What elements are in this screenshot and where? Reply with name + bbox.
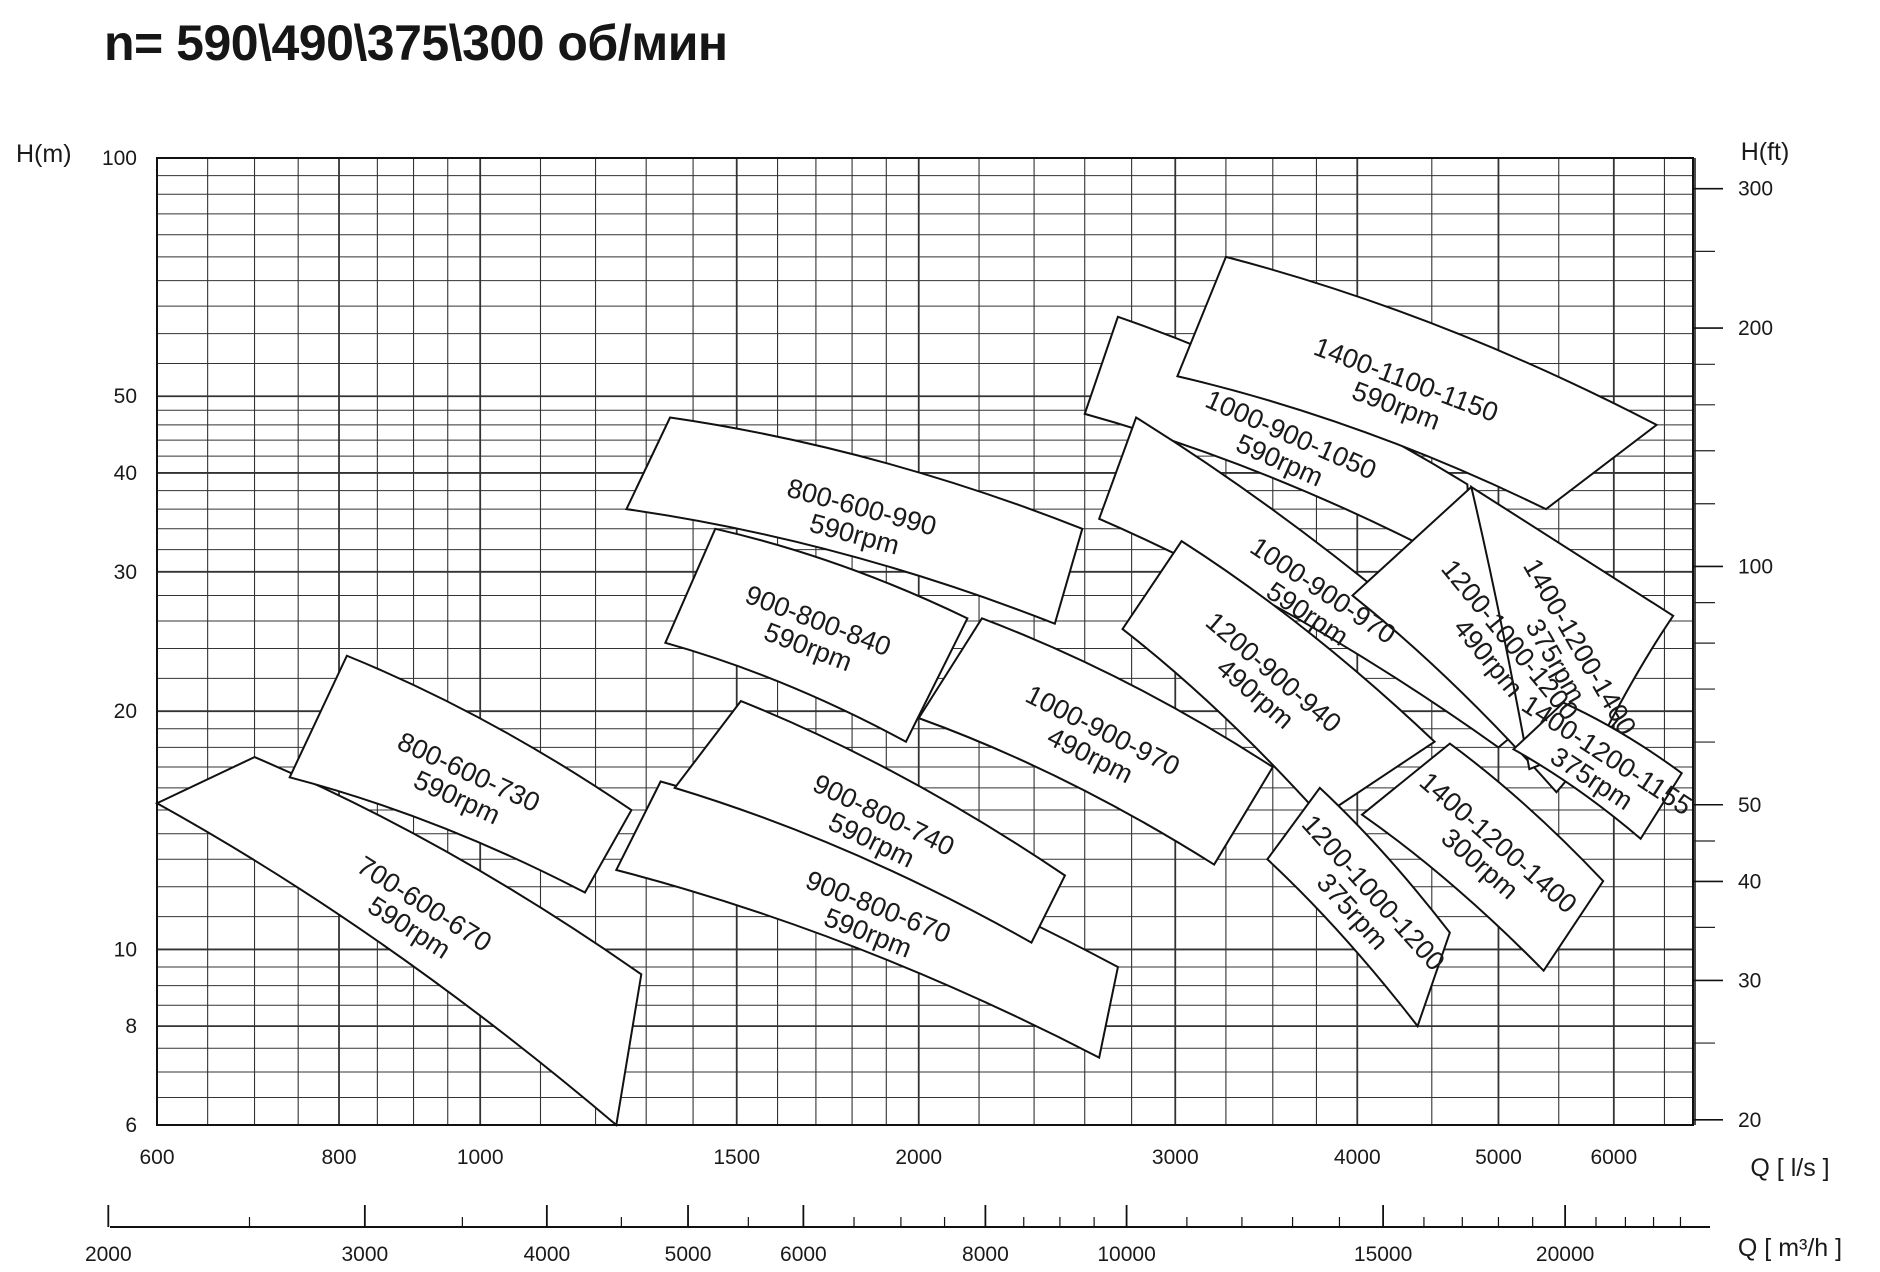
y-tick-label-m: 8 <box>125 1015 137 1038</box>
y-axis-title-ft: H(ft) <box>1741 138 1790 166</box>
x-tick-label-lps: 600 <box>139 1146 174 1169</box>
y-tick-label-m: 20 <box>114 700 137 723</box>
x-tick-label-m3h: 10000 <box>1097 1243 1155 1266</box>
y-tick-label-ft: 50 <box>1738 794 1761 817</box>
y-tick-label-ft: 300 <box>1738 178 1773 201</box>
x-axis-title-lps: Q [ l/s ] <box>1750 1154 1829 1182</box>
operating-region <box>1176 255 1659 511</box>
x-tick-label-lps: 800 <box>321 1146 356 1169</box>
operating-region <box>1121 539 1437 819</box>
operating-region <box>1360 742 1605 973</box>
x-tick-label-lps: 2000 <box>895 1146 942 1169</box>
x-tick-label-m3h: 2000 <box>85 1243 132 1266</box>
x-tick-label-lps: 1000 <box>457 1146 504 1169</box>
operating-region <box>288 654 633 894</box>
x-tick-label-m3h: 3000 <box>341 1243 388 1266</box>
y-tick-label-ft: 200 <box>1738 317 1773 340</box>
plot-border <box>156 157 1694 1126</box>
x-tick-label-lps: 4000 <box>1334 1146 1381 1169</box>
x-tick-label-m3h: 6000 <box>780 1243 827 1266</box>
operating-region <box>1266 786 1451 1029</box>
operating-region <box>154 755 643 1127</box>
y-axis-title-m: H(m) <box>16 140 72 168</box>
operating-region <box>663 527 969 744</box>
y-tick-label-m: 6 <box>125 1114 137 1137</box>
x-tick-label-m3h: 4000 <box>523 1243 570 1266</box>
operating-region <box>1469 484 1675 771</box>
x-tick-label-lps: 1500 <box>713 1146 760 1169</box>
chart-title: n= 590\490\375\300 об/мин <box>104 15 728 71</box>
y-tick-label-ft: 40 <box>1738 870 1761 893</box>
y-tick-label-ft: 20 <box>1738 1109 1761 1132</box>
y-tick-label-m: 40 <box>114 462 137 485</box>
y-tick-label-m: 30 <box>114 561 137 584</box>
x-tick-label-m3h: 5000 <box>665 1243 712 1266</box>
operating-region <box>917 617 1275 866</box>
x-tick-label-m3h: 20000 <box>1536 1243 1594 1266</box>
operating-region <box>1511 701 1684 841</box>
y-tick-label-m: 10 <box>114 938 137 961</box>
y-tick-label-ft: 30 <box>1738 969 1761 992</box>
y-tick-label-m: 50 <box>114 385 137 408</box>
x-tick-label-m3h: 15000 <box>1354 1243 1412 1266</box>
operating-region <box>673 699 1067 945</box>
x-tick-label-lps: 3000 <box>1152 1146 1199 1169</box>
y-tick-label-ft: 100 <box>1738 555 1773 578</box>
y-tick-label-m: 100 <box>102 147 137 170</box>
x-tick-label-lps: 6000 <box>1590 1146 1637 1169</box>
x-axis-title-m3h: Q [ m³/h ] <box>1738 1234 1842 1262</box>
x-tick-label-m3h: 8000 <box>962 1243 1009 1266</box>
operating-region <box>624 416 1084 625</box>
x-tick-label-lps: 5000 <box>1475 1146 1522 1169</box>
